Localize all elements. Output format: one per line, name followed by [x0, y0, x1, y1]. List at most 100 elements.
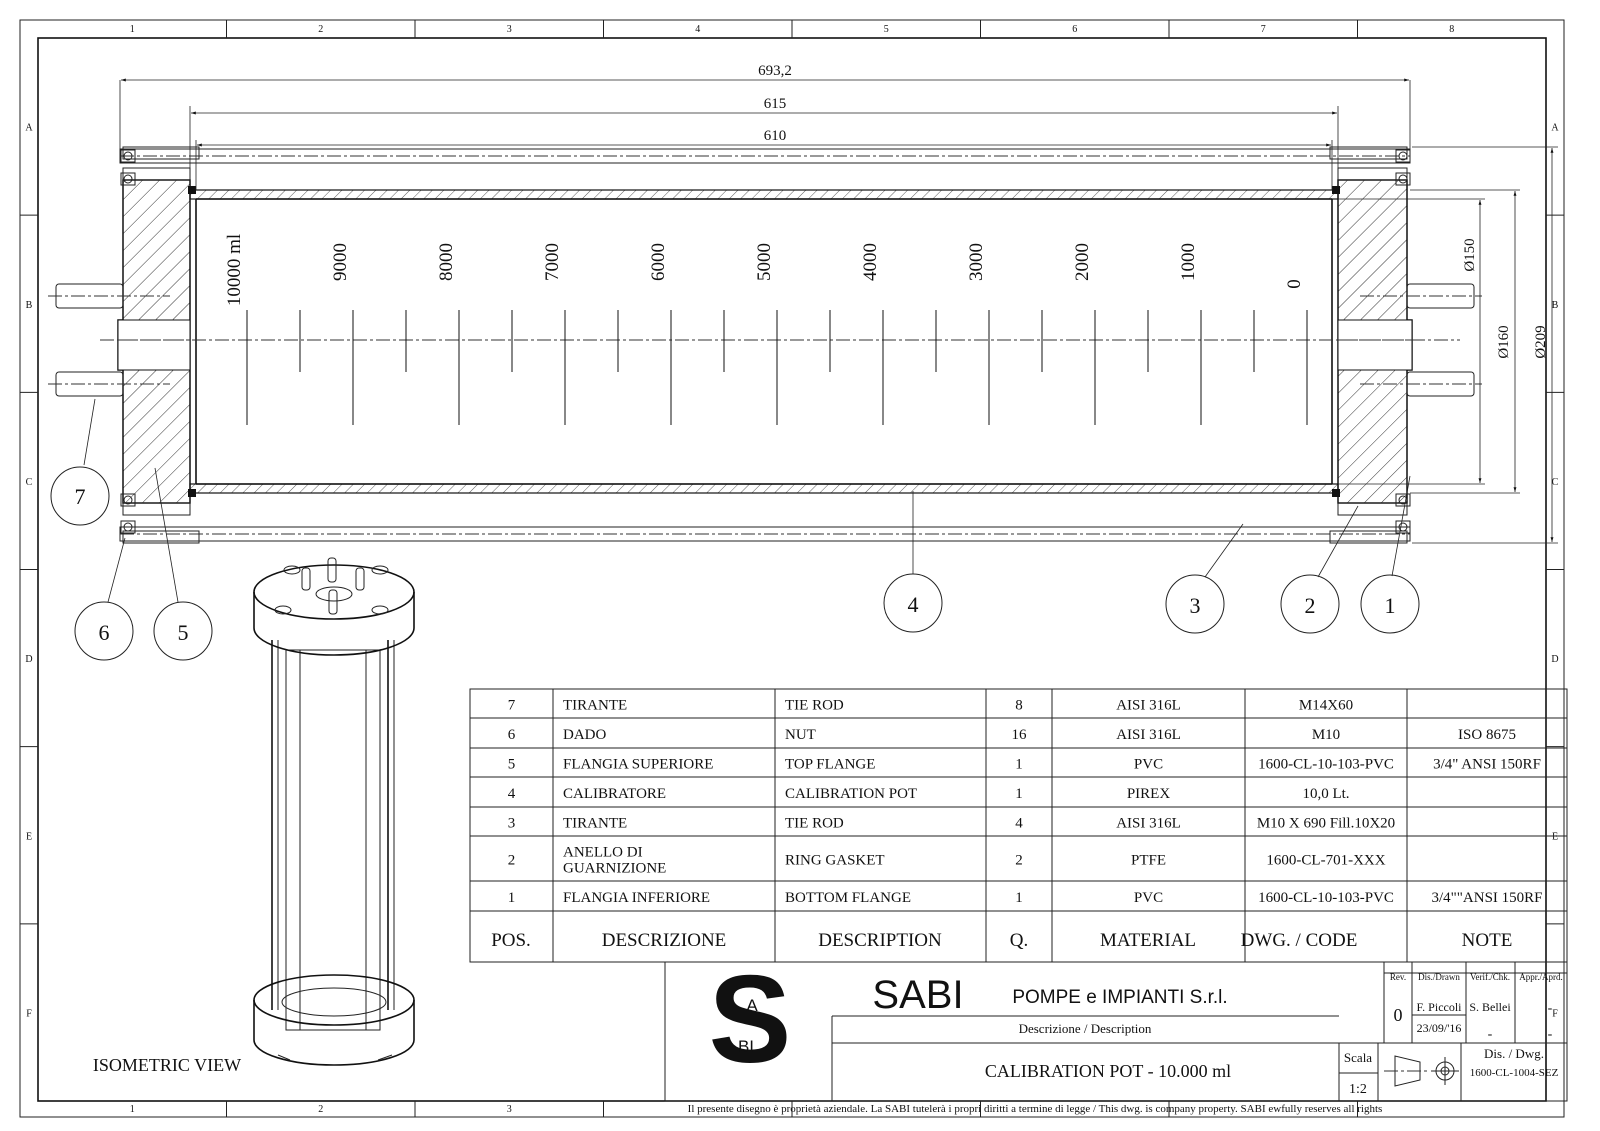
bom-cell-descrizione: DADO — [563, 727, 606, 743]
company-subtitle: POMPE e IMPIANTI S.r.l. — [1012, 987, 1227, 1008]
zone-row-label-right: D — [1551, 654, 1558, 665]
bom-cell-note: ISO 8675 — [1458, 727, 1516, 743]
zone-col-label-top: 5 — [884, 24, 889, 35]
bom-cell-q: 2 — [1015, 853, 1023, 869]
ring-gaskets — [188, 186, 1340, 497]
balloon-3: 3 — [1165, 523, 1244, 634]
drawn-date: 23/09/'16 — [1417, 1021, 1462, 1035]
zone-col-label-top: 2 — [318, 24, 323, 35]
bom-cell-material: PVC — [1134, 890, 1163, 906]
bom-cell-q: 1 — [1015, 786, 1023, 802]
approved-label: Appr./Aprd. — [1519, 972, 1563, 982]
bom-cell-description: TIE ROD — [785, 698, 844, 714]
svg-text:3: 3 — [1190, 593, 1201, 618]
grad-label-1000: 1000 — [1178, 243, 1199, 281]
drawn-label: Dis./Drawn — [1418, 972, 1460, 982]
title-block: S A BI SABI POMPE e IMPIANTI S.r.l. Desc… — [664, 951, 1568, 1102]
bom-cell-description: NUT — [785, 727, 816, 743]
zone-col-label-bottom: 3 — [507, 1104, 512, 1115]
bom-cell-descrizione: FLANGIA SUPERIORE — [563, 757, 713, 773]
isometric-view: ISOMETRIC VIEW — [93, 557, 415, 1075]
balloon-5: 5 — [153, 467, 213, 661]
bom-header-q: Q. — [1010, 930, 1028, 951]
zone-row-label-right: A — [1551, 123, 1559, 134]
bom-header-pos: POS. — [491, 930, 531, 951]
bom-cell-description: CALIBRATION POT — [785, 786, 917, 802]
bom-cell-q: 16 — [1012, 727, 1028, 743]
zone-row-label-left: D — [25, 654, 32, 665]
dimension-d160: Ø160 — [1410, 189, 1520, 494]
dimension-overall: 693,2 — [119, 63, 1411, 150]
bom-header-description: DESCRIPTION — [818, 930, 942, 951]
bom-cell-code: 1600-CL-10-103-PVC — [1258, 890, 1394, 906]
svg-text:6: 6 — [99, 620, 110, 645]
bom-cell-material: AISI 316L — [1116, 727, 1181, 743]
bom-cell-descrizione-line2: GUARNIZIONE — [563, 861, 666, 877]
zone-row-label-left: A — [25, 123, 33, 134]
tie-rod-stud-right — [1360, 283, 1482, 397]
svg-text:7: 7 — [75, 484, 86, 509]
bom-cell-pos: 7 — [508, 698, 516, 714]
bom-cell-descrizione: TIRANTE — [563, 698, 627, 714]
bom-cell-material: AISI 316L — [1116, 816, 1181, 832]
bom-cell-code: M10 X 690 Fill.10X20 — [1257, 816, 1395, 832]
rev-value: 0 — [1394, 1005, 1403, 1025]
zone-col-label-top: 3 — [507, 24, 512, 35]
calibration-tube — [189, 189, 1339, 494]
bom-cell-code: M10 — [1312, 727, 1340, 743]
bom-cell-note: 3/4" ANSI 150RF — [1433, 757, 1541, 773]
zone-col-label-bottom: 2 — [318, 1104, 323, 1115]
dimension-tube: 610 — [195, 128, 1333, 190]
isometric-view-label: ISOMETRIC VIEW — [93, 1055, 241, 1075]
drawing-title: CALIBRATION POT - 10.000 ml — [985, 1061, 1231, 1081]
bom-cell-note: 3/4""ANSI 150RF — [1431, 890, 1542, 906]
svg-text:1: 1 — [1385, 593, 1396, 618]
bom-cell-code: 1600-CL-701-XXX — [1266, 853, 1385, 869]
zone-row-label-right: B — [1552, 300, 1559, 311]
description-label: Descrizione / Description — [1019, 1021, 1152, 1036]
grad-label-10000: 10000 ml — [224, 234, 245, 306]
zone-col-label-bottom: 1 — [130, 1104, 135, 1115]
bom-cell-pos: 6 — [508, 727, 516, 743]
svg-text:S: S — [709, 951, 792, 1089]
scale-label: Scala — [1344, 1050, 1372, 1065]
bom-cell-pos: 3 — [508, 816, 516, 832]
bom-header-row: POS. DESCRIZIONE DESCRIPTION Q. MATERIAL… — [491, 930, 1512, 951]
dimension-inner: 615 — [189, 96, 1339, 168]
grad-label-2000: 2000 — [1072, 243, 1093, 281]
grad-label-5000: 5000 — [754, 243, 775, 281]
bom-cell-description: TIE ROD — [785, 816, 844, 832]
bom-cell-pos: 4 — [508, 786, 516, 802]
svg-text:BI: BI — [738, 1037, 754, 1056]
zone-row-label-left: F — [26, 1008, 32, 1019]
grad-label-6000: 6000 — [648, 243, 669, 281]
svg-text:2: 2 — [1305, 593, 1316, 618]
graduation-marks — [246, 310, 1308, 425]
bom-cell-descrizione: FLANGIA INFERIORE — [563, 890, 710, 906]
bom-cell-description: TOP FLANGE — [785, 757, 875, 773]
bom-cell-code: 1600-CL-10-103-PVC — [1258, 757, 1394, 773]
svg-text:A: A — [746, 996, 758, 1015]
zone-row-label-right: F — [1552, 1008, 1558, 1019]
bom-cell-material: AISI 316L — [1116, 698, 1181, 714]
checked-label: Verif./Chk. — [1470, 972, 1510, 982]
zone-col-label-top: 4 — [695, 24, 700, 35]
dwg-number: 1600-CL-1004-SEZ — [1470, 1067, 1559, 1079]
zone-row-label-right: C — [1552, 477, 1559, 488]
grad-label-7000: 7000 — [542, 243, 563, 281]
bom-cell-material: PVC — [1134, 757, 1163, 773]
grad-label-9000: 9000 — [330, 243, 351, 281]
bom-cell-code: M14X60 — [1299, 698, 1353, 714]
nuts-right — [1395, 149, 1411, 534]
balloon-7: 7 — [50, 398, 110, 526]
dim-tube-text: 610 — [764, 128, 787, 144]
zone-col-label-top: 7 — [1261, 24, 1266, 35]
rev-label: Rev. — [1390, 972, 1406, 982]
